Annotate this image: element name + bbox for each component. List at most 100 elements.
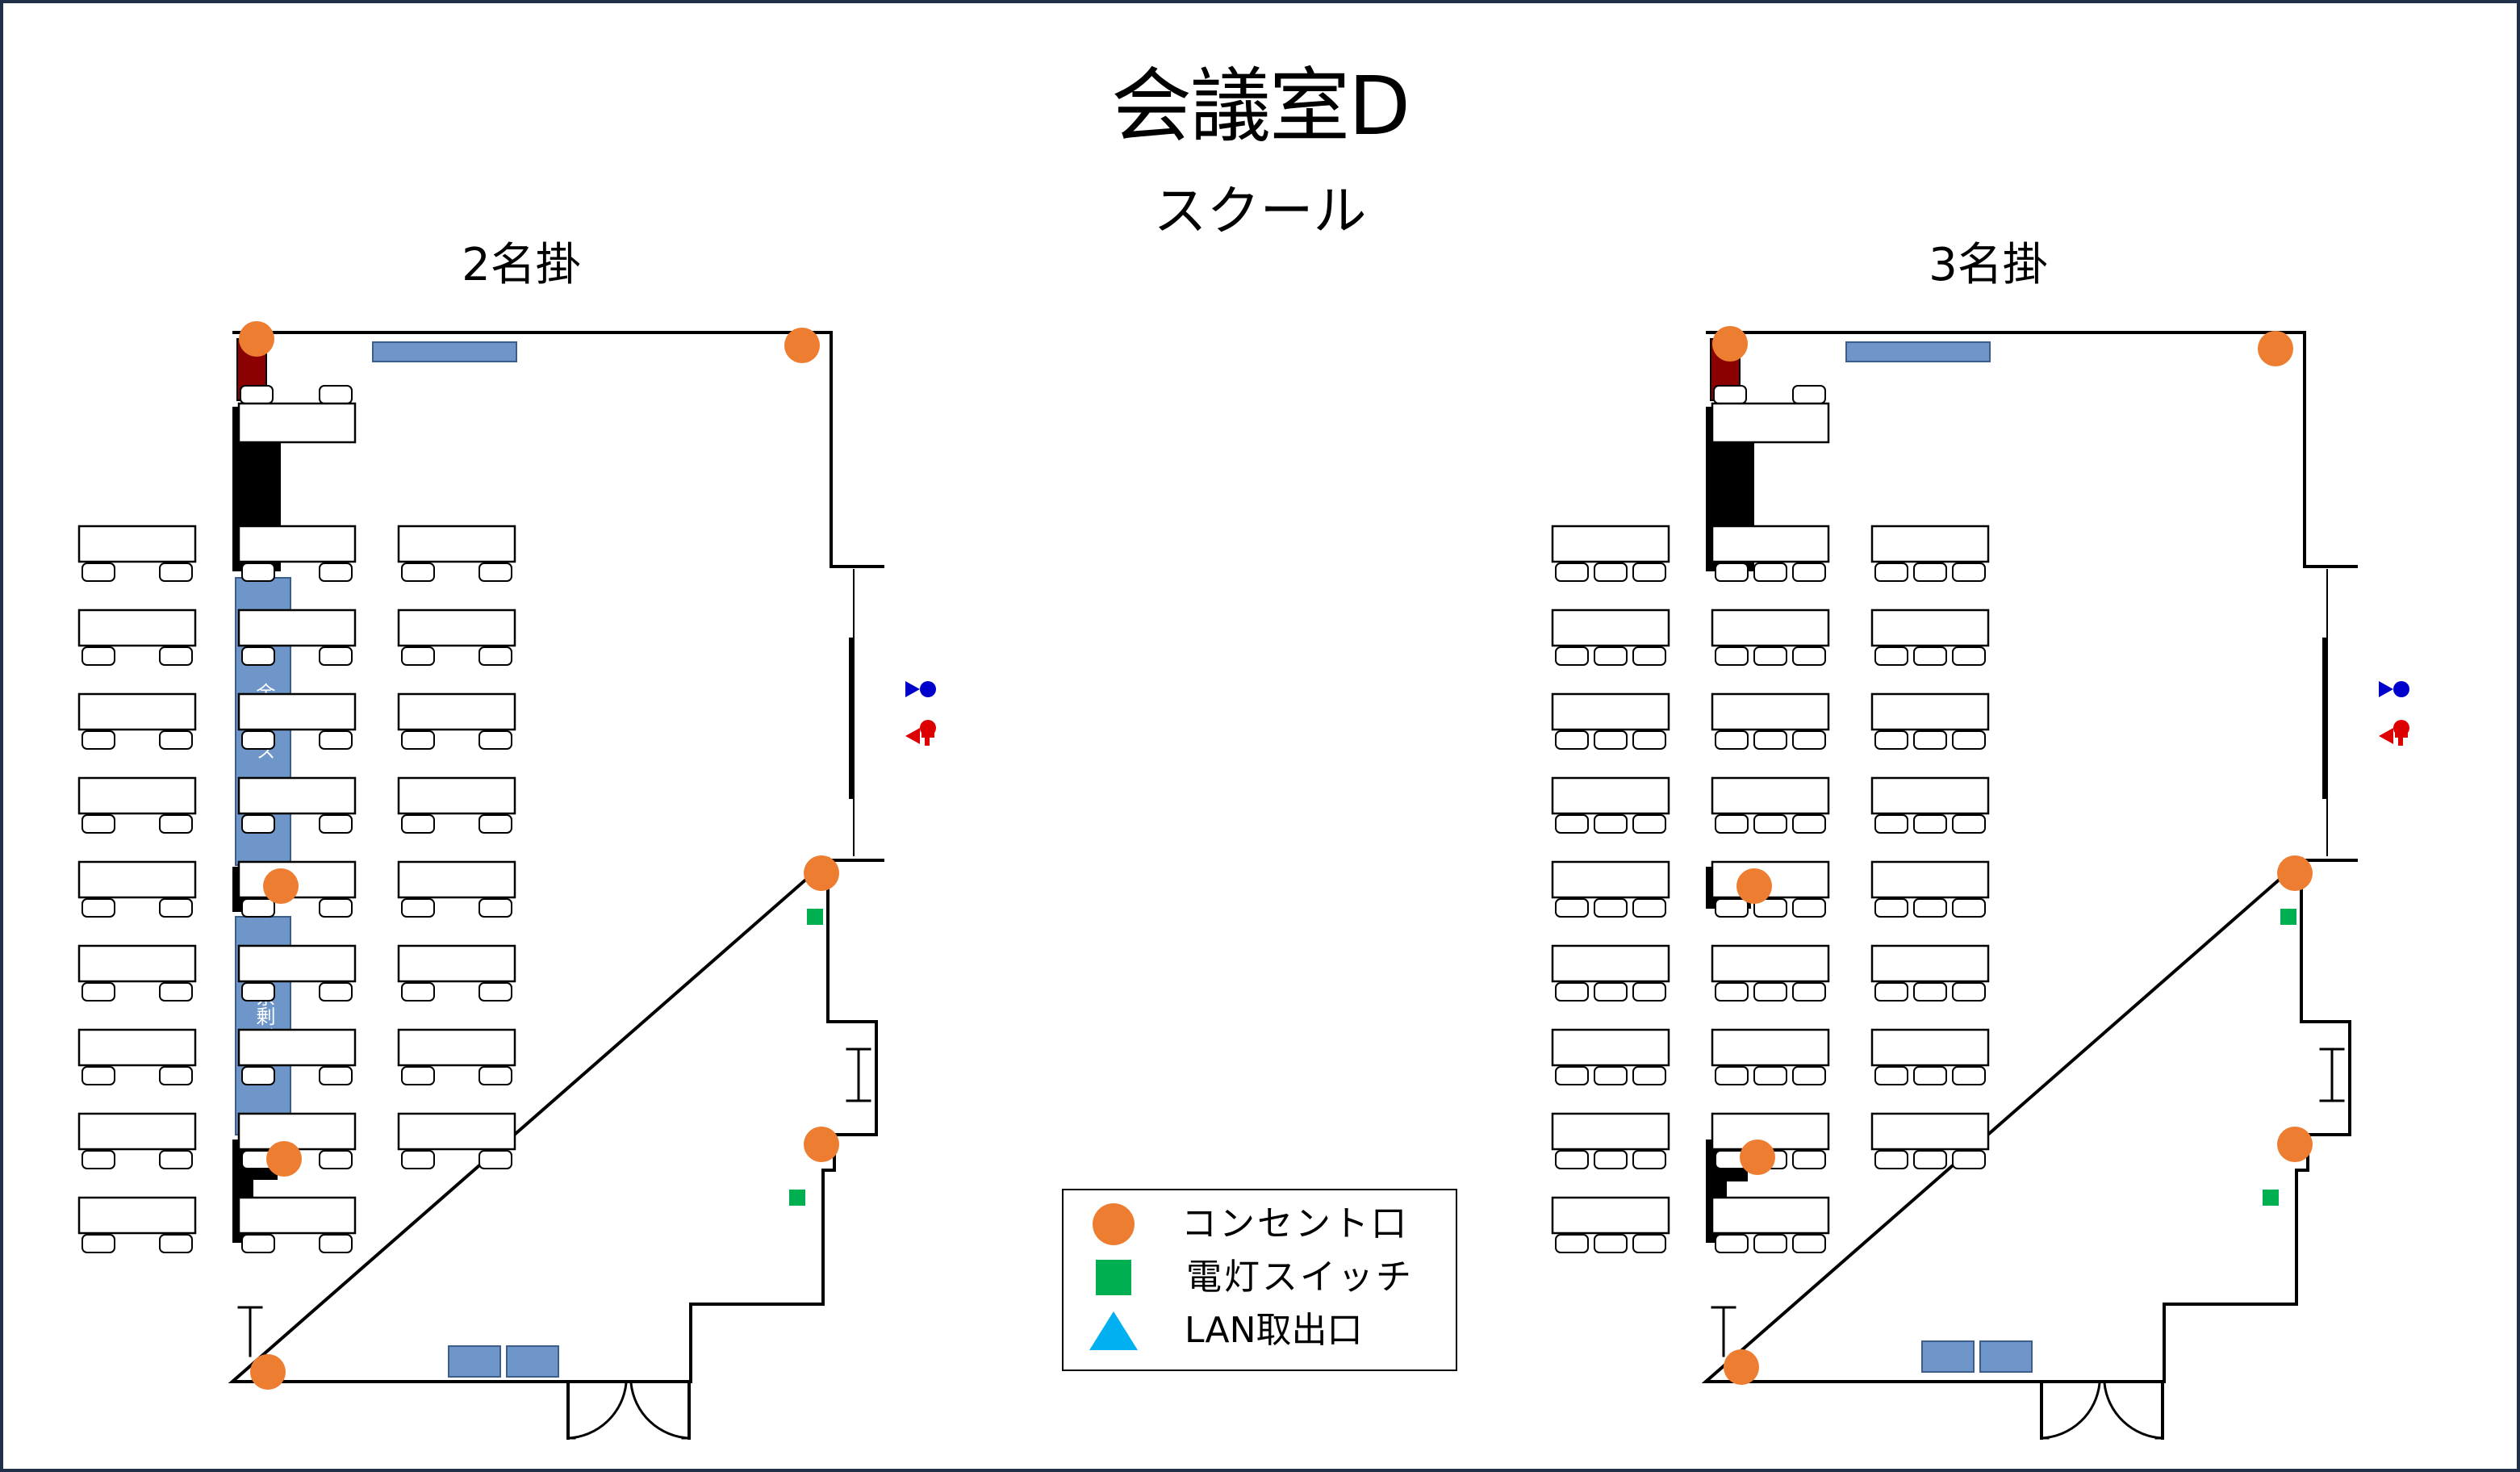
legend-label-switch: 電灯スイッチ [1186,1257,1414,1298]
chair [319,1150,353,1169]
chair [1632,1150,1666,1169]
desk [237,776,357,815]
chair [1874,982,1908,1002]
chair [1913,562,1947,582]
lectern-chair [319,385,353,404]
outlet-circle-icon [1740,1140,1775,1175]
restroom-female-icon [2398,736,2403,746]
room-walls [1701,331,2358,1383]
chair [1715,730,1749,750]
lectern-desk [237,402,357,444]
chair [401,982,435,1002]
chair [1874,814,1908,834]
chair [81,814,115,834]
desk [1870,944,1990,983]
chair [1753,646,1787,666]
outlet-circle-icon [784,328,820,363]
chair [401,1066,435,1085]
desk [397,525,516,563]
desk [77,692,197,731]
whiteboard [1845,341,1991,362]
chair [319,646,353,666]
chair [1874,646,1908,666]
chair [1753,1066,1787,1085]
chair [1632,814,1666,834]
plan-label-two-seat: 2名掛 [462,239,581,291]
door-swing-arc [2041,1382,2101,1440]
restroom-female-icon [905,728,920,744]
desk [397,692,516,731]
chair [159,1234,193,1253]
chair [319,1066,353,1085]
outlet-circle-icon [239,321,274,357]
door-swing-arc [629,1382,690,1440]
small-panel [1979,1340,2033,1373]
desk [1551,1112,1670,1151]
chair [241,898,275,918]
chair [1913,814,1947,834]
restroom-male-icon [905,681,920,697]
chair [1594,562,1628,582]
chair [1792,1066,1826,1085]
chair [1555,982,1589,1002]
floor-plan-two-seat: 余剰イス余剰イス [77,321,936,1440]
desk [1711,692,1830,731]
desk [397,608,516,647]
chair [1753,814,1787,834]
chair [1555,1234,1589,1253]
legend-row-outlet: コンセント口 [1064,1198,1459,1250]
chair [1632,646,1666,666]
desk [1870,776,1990,815]
desk [1551,776,1670,815]
chair [1594,1234,1628,1253]
chair [1792,562,1826,582]
outlet-circle-icon [2258,331,2293,366]
desk [237,608,357,647]
restroom-male-icon [920,681,936,697]
chair [1555,730,1589,750]
lectern-chair [1713,385,1747,404]
chair [401,814,435,834]
chair [81,1066,115,1085]
chair [159,562,193,582]
whiteboard [372,341,517,362]
chair [241,1066,275,1085]
chair [1555,1150,1589,1169]
light-switch-square-icon [789,1190,805,1206]
chair [1632,562,1666,582]
chair [1753,1234,1787,1253]
outlet-circle-icon [1712,326,1748,362]
restroom-female-icon [2395,728,2408,738]
chair [1874,1150,1908,1169]
small-panel [506,1345,559,1378]
chair [81,1150,115,1169]
chair [1874,562,1908,582]
desk [77,1196,197,1235]
chair [319,898,353,918]
chair [1555,646,1589,666]
chair [241,982,275,1002]
chair [1594,814,1628,834]
desk [1551,860,1670,899]
chair [319,730,353,750]
chair [1753,562,1787,582]
chair [1874,1066,1908,1085]
desk [1870,692,1990,731]
legend-row-lan: LAN取出口 [1064,1305,1459,1357]
chair [1632,1066,1666,1085]
chair [479,1066,512,1085]
light-switch-square-icon [807,909,823,925]
chair [159,1150,193,1169]
desk [1870,608,1990,647]
restroom-female-icon [2379,728,2393,744]
chair [241,1234,275,1253]
chair [1594,982,1628,1002]
chair [1792,1234,1826,1253]
chair [1555,1066,1589,1085]
chair [1555,898,1589,918]
chair [1594,898,1628,918]
chair [81,1234,115,1253]
desk [77,860,197,899]
chair [1792,1150,1826,1169]
desk [1711,944,1830,983]
